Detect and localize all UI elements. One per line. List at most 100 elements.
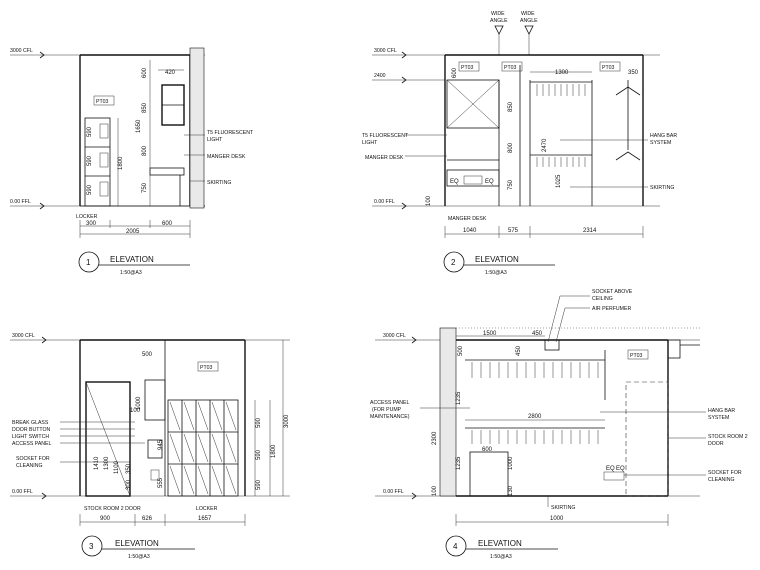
- svg-text:PT03: PT03: [602, 65, 615, 71]
- svg-text:100: 100: [426, 195, 432, 206]
- pt03-tag: PT03: [96, 99, 109, 105]
- elevation-panel-3: 3000 CFL 0.00 FFL PT03 590 590 590 1800 …: [10, 333, 290, 560]
- elevation-title: ELEVATION: [110, 255, 154, 264]
- locker-unit: [84, 117, 111, 207]
- svg-text:MANGER DESK: MANGER DESK: [448, 216, 487, 222]
- svg-text:750: 750: [142, 182, 148, 193]
- svg-text:1:50@A3: 1:50@A3: [128, 554, 150, 560]
- svg-text:PT03: PT03: [630, 353, 643, 359]
- svg-text:626: 626: [142, 516, 153, 522]
- hangers-row-lower: [536, 157, 586, 167]
- svg-text:350: 350: [126, 463, 132, 474]
- svg-text:EQ: EQ: [485, 179, 494, 185]
- svg-text:0.00 FFL: 0.00 FFL: [12, 489, 33, 495]
- svg-text:MANGER DESK: MANGER DESK: [365, 155, 404, 161]
- svg-text:1650: 1650: [136, 119, 142, 133]
- svg-text:1:50@A3: 1:50@A3: [490, 554, 512, 560]
- svg-text:CEILING: CEILING: [592, 296, 613, 302]
- elevation-bubble: [78, 251, 100, 273]
- svg-text:1300: 1300: [555, 70, 569, 76]
- svg-text:850: 850: [142, 102, 148, 113]
- svg-text:600: 600: [142, 67, 148, 78]
- coat-hook-stand: [615, 80, 641, 161]
- svg-text:300: 300: [126, 479, 132, 490]
- svg-text:SOCKET FOR: SOCKET FOR: [16, 456, 50, 462]
- svg-text:850: 850: [508, 101, 514, 112]
- svg-text:SOCKET ABOVE: SOCKET ABOVE: [592, 289, 633, 295]
- svg-text:EQ: EQ: [450, 179, 459, 185]
- wide-angle-camera-icon: [524, 25, 534, 35]
- wall-section-hatch: [439, 327, 457, 497]
- svg-text:0.00 FFL: 0.00 FFL: [374, 199, 395, 205]
- svg-text:LIGHT SWITCH: LIGHT SWITCH: [12, 434, 49, 440]
- svg-text:2300: 2300: [432, 431, 438, 445]
- manager-desk: [149, 167, 185, 176]
- svg-text:SOCKET FOR: SOCKET FOR: [708, 470, 742, 476]
- svg-text:ACCESS PANEL: ACCESS PANEL: [12, 441, 52, 447]
- svg-text:3000: 3000: [284, 414, 290, 428]
- svg-text:2: 2: [451, 258, 456, 267]
- svg-text:4: 4: [453, 542, 458, 551]
- svg-text:ANGLE: ANGLE: [520, 18, 538, 24]
- wide-angle-camera-icon: [494, 25, 504, 35]
- svg-text:WIDE: WIDE: [491, 11, 505, 17]
- svg-text:LOCKER: LOCKER: [196, 506, 218, 512]
- locker-grid: [167, 399, 239, 497]
- svg-text:1800: 1800: [118, 156, 124, 170]
- svg-text:CLEANING: CLEANING: [708, 477, 735, 483]
- svg-text:1800: 1800: [271, 444, 277, 458]
- svg-text:590: 590: [256, 417, 262, 428]
- svg-text:1235: 1235: [456, 456, 462, 470]
- elevation-panel-2: 3000 CFL 2400 0.00 FFL WIDE ANGLE WIDE A…: [362, 11, 677, 276]
- svg-text:350: 350: [628, 70, 639, 76]
- svg-text:SKIRTING: SKIRTING: [650, 185, 674, 191]
- svg-text:MANGER DESK: MANGER DESK: [207, 154, 246, 160]
- svg-text:590: 590: [256, 449, 262, 460]
- svg-text:T5 FLUORESCENT: T5 FLUORESCENT: [207, 130, 254, 136]
- svg-text:750: 750: [508, 179, 514, 190]
- svg-text:600: 600: [452, 67, 458, 78]
- svg-text:2005: 2005: [126, 229, 140, 235]
- svg-text:SYSTEM: SYSTEM: [650, 140, 671, 146]
- air-perfumer: [544, 339, 560, 351]
- hangers-row-upper: [471, 362, 599, 378]
- svg-text:3: 3: [89, 542, 94, 551]
- svg-text:300: 300: [86, 221, 97, 227]
- svg-text:575: 575: [508, 228, 519, 234]
- svg-text:3000 CFL: 3000 CFL: [12, 333, 35, 339]
- svg-text:LIGHT: LIGHT: [362, 140, 378, 146]
- svg-text:590: 590: [256, 479, 262, 490]
- svg-text:PT03: PT03: [200, 365, 213, 371]
- svg-text:1235: 1235: [456, 391, 462, 405]
- svg-text:590: 590: [87, 184, 93, 195]
- elevation-number: 1: [86, 258, 91, 267]
- svg-text:3000 CFL: 3000 CFL: [383, 333, 406, 339]
- svg-text:450: 450: [516, 345, 522, 356]
- svg-text:3000 CFL: 3000 CFL: [374, 48, 397, 54]
- elevation-panel-4: 3000 CFL 0.00 FFL PT03 EQ EQ 1500 450: [370, 289, 748, 560]
- svg-text:2400: 2400: [374, 73, 386, 79]
- wall-section-hatch: [189, 47, 205, 209]
- svg-text:(FOR PUMP: (FOR PUMP: [372, 407, 402, 413]
- svg-text:1000: 1000: [550, 516, 564, 522]
- svg-text:SKIRTING: SKIRTING: [551, 505, 575, 511]
- svg-text:T5 FLUORESCENT: T5 FLUORESCENT: [362, 133, 409, 139]
- svg-text:ELEVATION: ELEVATION: [478, 539, 522, 548]
- svg-text:AIR PERFUMER: AIR PERFUMER: [592, 306, 631, 312]
- svg-text:1000: 1000: [136, 396, 142, 410]
- svg-text:800: 800: [508, 142, 514, 153]
- svg-text:600: 600: [162, 221, 173, 227]
- svg-text:ACCESS PANEL: ACCESS PANEL: [370, 400, 410, 406]
- svg-text:600: 600: [482, 447, 493, 453]
- svg-text:DOOR: DOOR: [708, 441, 724, 447]
- svg-text:2800: 2800: [528, 414, 542, 420]
- svg-text:1040: 1040: [463, 228, 477, 234]
- access-panel: [144, 379, 166, 421]
- svg-text:HANG BAR: HANG BAR: [708, 408, 735, 414]
- svg-text:2470: 2470: [542, 138, 548, 152]
- svg-text:ANGLE: ANGLE: [490, 18, 508, 24]
- hangers-row-lower: [471, 430, 599, 444]
- svg-text:SYSTEM: SYSTEM: [708, 415, 729, 421]
- svg-text:800: 800: [142, 145, 148, 156]
